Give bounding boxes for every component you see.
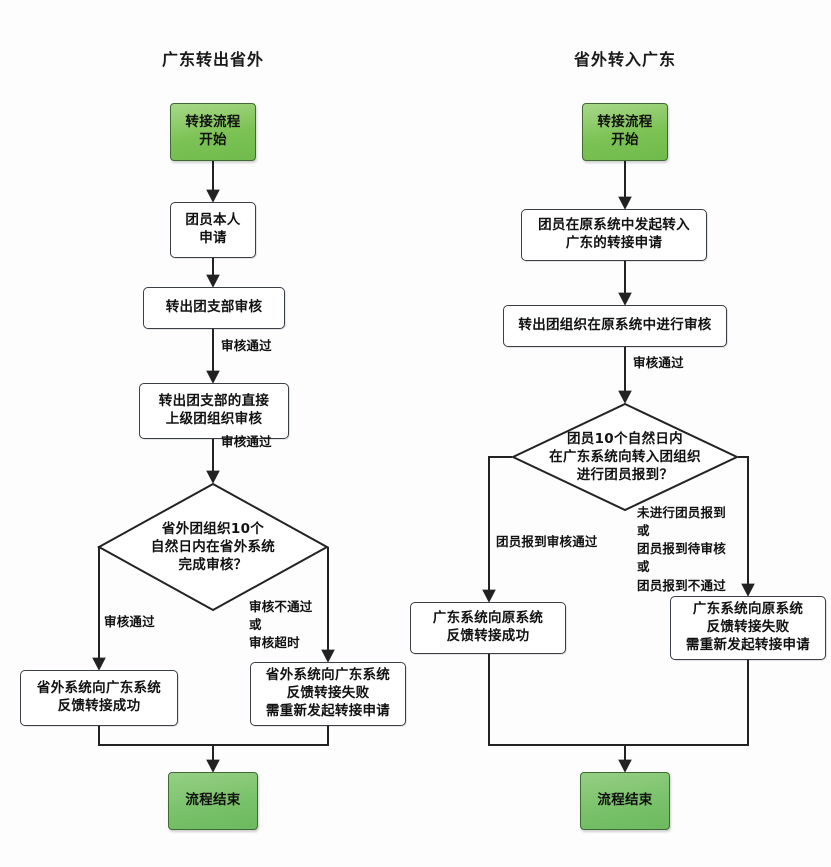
node-end-left: 流程结束 — [168, 772, 258, 830]
node-decision-member-checkin: 团员10个自然日内 在广东系统向转入团组织 进行团员报到？ — [510, 402, 740, 512]
node-gd-feedback-success: 广东系统向原系统 反馈转接成功 — [410, 602, 566, 654]
node-start-left-label: 转接流程 开始 — [185, 114, 241, 148]
node-upper-org-review: 转出团支部的直接 上级团组织审核 — [139, 383, 289, 439]
node-outside-feedback-fail: 省外系统向广东系统 反馈转接失败 需重新发起转接申请 — [250, 662, 406, 726]
edge-label-left-pass-2: 审核通过 — [221, 434, 272, 449]
node-upper-org-review-label: 转出团支部的直接 上级团组织审核 — [158, 393, 270, 427]
node-gd-feedback-fail-label: 广东系统向原系统 反馈转接失败 需重新发起转接申请 — [685, 601, 811, 653]
node-decision-outside-review-label: 省外团组织10个 自然日内在省外系统 完成审核？ — [150, 520, 276, 574]
edge-label-right-yes: 团员报到审核通过 — [496, 534, 598, 549]
node-start-left: 转接流程 开始 — [170, 103, 256, 161]
edge-label-left-no: 审核不通过 或 审核超时 — [249, 599, 313, 651]
node-origin-org-review: 转出团组织在原系统中进行审核 — [503, 305, 727, 347]
node-decision-member-checkin-label: 团员10个自然日内 在广东系统向转入团组织 进行团员报到？ — [549, 430, 701, 484]
node-start-right-label: 转接流程 开始 — [597, 114, 653, 148]
node-branch-review-label: 转出团支部审核 — [165, 299, 263, 316]
node-outside-feedback-success: 省外系统向广东系统 反馈转接成功 — [20, 670, 178, 726]
edge-label-right-pass-1: 审核通过 — [633, 355, 684, 370]
node-member-application: 团员本人 申请 — [170, 202, 256, 258]
node-decision-outside-review: 省外团组织10个 自然日内在省外系统 完成审核？ — [96, 482, 330, 612]
node-origin-org-review-label: 转出团组织在原系统中进行审核 — [518, 317, 712, 334]
edge-label-left-yes: 审核通过 — [104, 614, 155, 629]
decision-diamond-shape — [96, 482, 330, 612]
node-member-initiate-transfer-label: 团员在原系统中发起转入 广东的转接申请 — [538, 217, 690, 251]
node-outside-feedback-success-label: 省外系统向广东系统 反馈转接成功 — [36, 680, 162, 714]
node-outside-feedback-fail-label: 省外系统向广东系统 反馈转接失败 需重新发起转接申请 — [265, 667, 391, 719]
node-gd-feedback-success-label: 广东系统向原系统 反馈转接成功 — [432, 610, 544, 644]
decision-diamond-shape — [510, 402, 740, 512]
edge-label-right-no: 未进行团员报到 或 团员报到待审核 或 团员报到不通过 — [637, 505, 726, 593]
column-title-guangdong-out: 广东转出省外 — [161, 50, 265, 69]
node-end-left-label: 流程结束 — [185, 792, 241, 809]
node-gd-feedback-fail: 广东系统向原系统 反馈转接失败 需重新发起转接申请 — [670, 596, 826, 660]
node-branch-review: 转出团支部审核 — [143, 287, 285, 329]
node-member-initiate-transfer: 团员在原系统中发起转入 广东的转接申请 — [521, 209, 707, 261]
node-member-application-label: 团员本人 申请 — [185, 212, 241, 246]
node-end-right: 流程结束 — [580, 772, 670, 830]
node-end-right-label: 流程结束 — [597, 792, 653, 809]
node-start-right: 转接流程 开始 — [582, 103, 668, 161]
edge-label-left-pass-1: 审核通过 — [221, 338, 272, 353]
column-title-guangdong-in: 省外转入广东 — [573, 50, 677, 69]
